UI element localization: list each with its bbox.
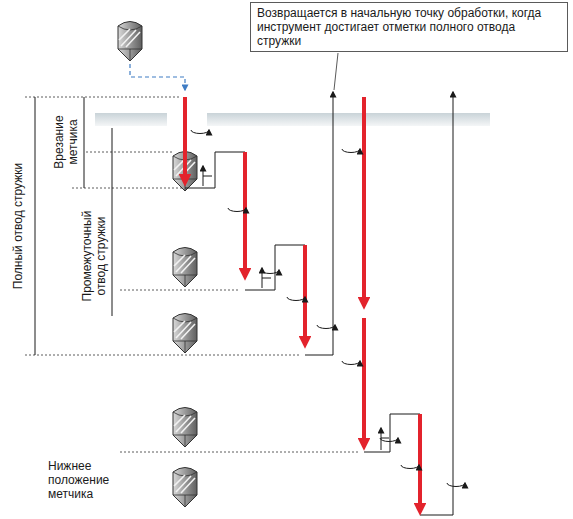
workpiece-surface xyxy=(207,113,490,126)
bracket-label: Врезание метчика xyxy=(52,100,80,184)
position-label: Нижнее положение метчика xyxy=(48,459,126,501)
rapid-approach xyxy=(130,64,185,90)
rotation-marks xyxy=(191,130,465,487)
callout-pointer xyxy=(334,53,338,90)
bracket-label: Полный отвод стружки xyxy=(11,126,25,326)
callout-text: Возвращается в начальную точку обработки… xyxy=(257,6,561,48)
depth-brackets xyxy=(35,97,112,355)
callout-box: Возвращается в начальную точку обработки… xyxy=(250,2,568,52)
retract-paths xyxy=(185,92,453,515)
feed-arrows xyxy=(185,97,420,512)
tap-icons xyxy=(118,22,197,508)
bracket-label: Промежуточный отвод стружки xyxy=(80,197,108,315)
depth-lines xyxy=(25,97,360,452)
workpiece-surface xyxy=(95,113,167,126)
